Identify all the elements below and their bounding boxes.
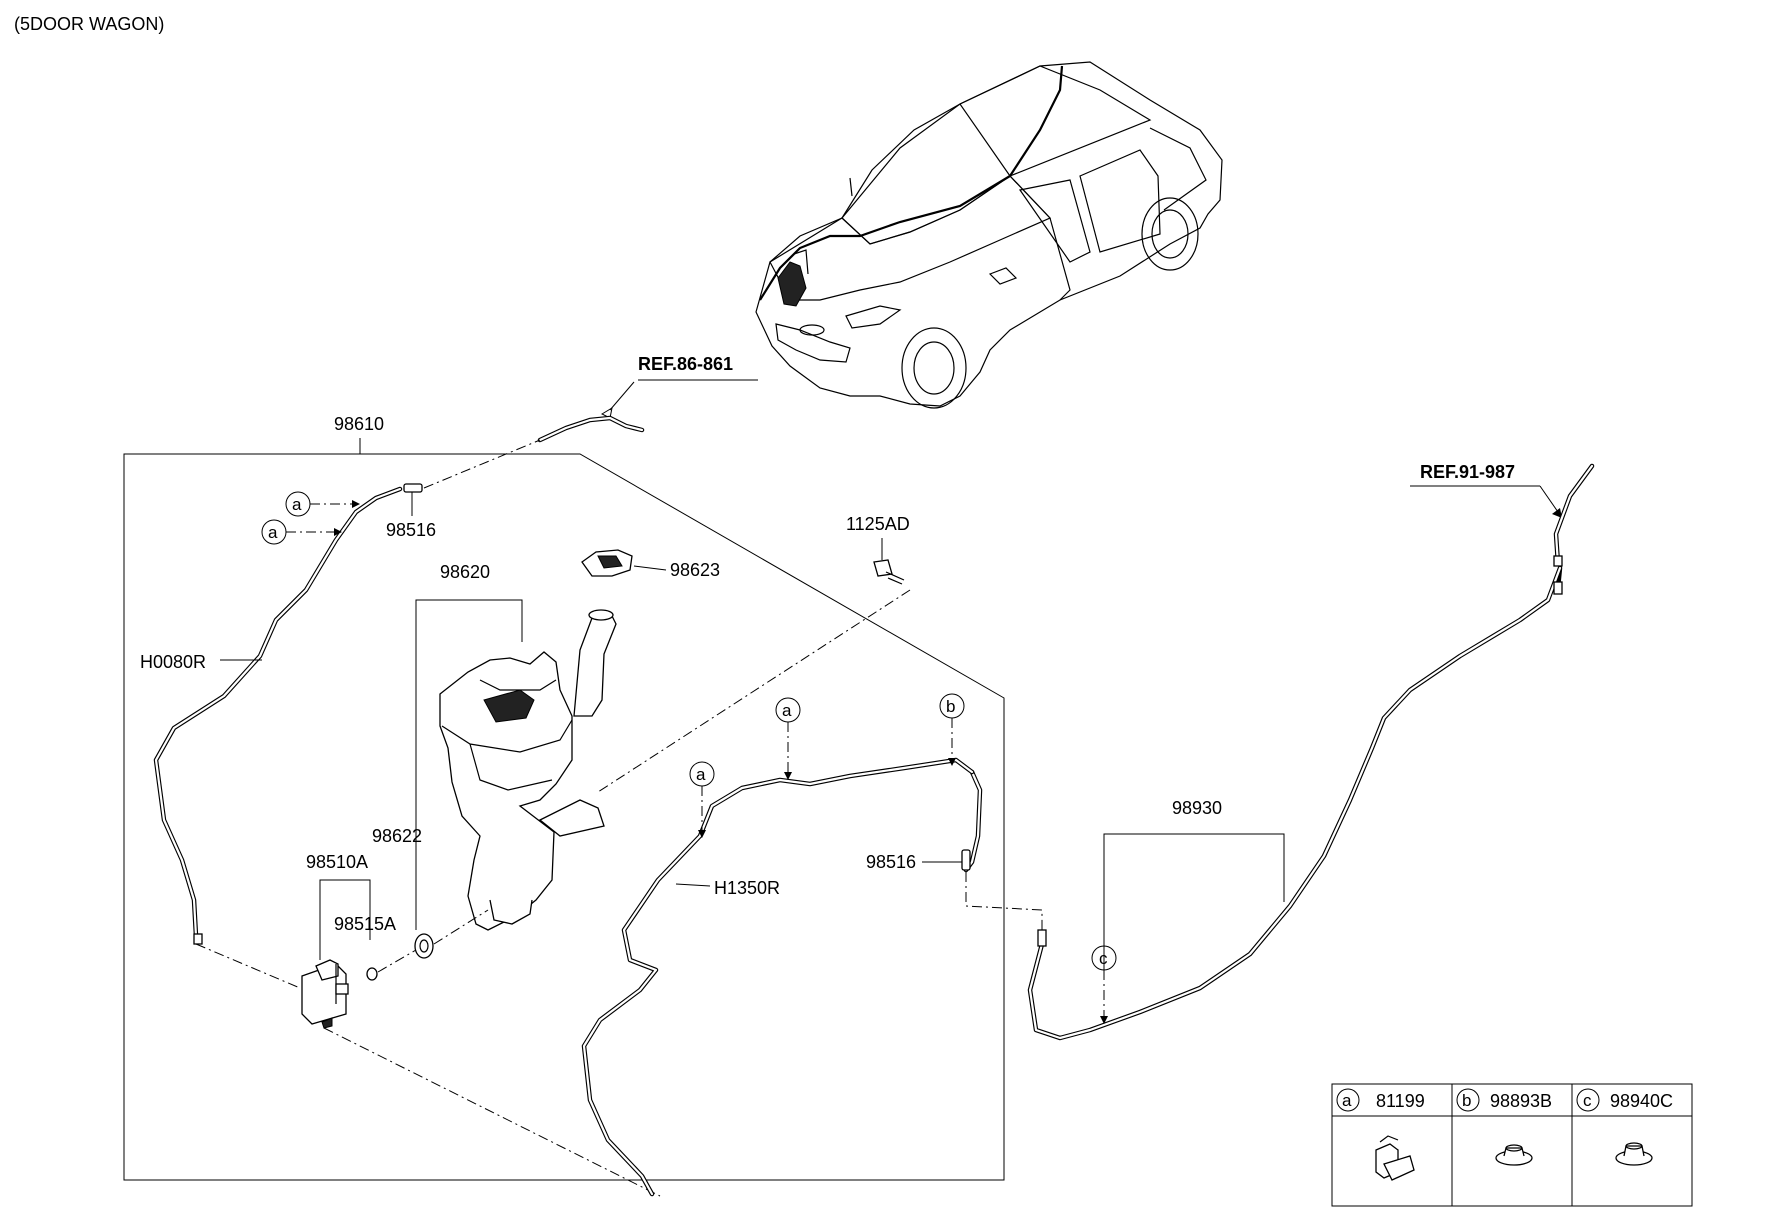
washer-reservoir bbox=[439, 609, 617, 931]
legend-item-b: b 98893B bbox=[1456, 1088, 1552, 1166]
label-98620: 98620 bbox=[440, 562, 490, 582]
callout-a-top: a bbox=[285, 491, 360, 517]
legend-part-98940C: 98940C bbox=[1610, 1091, 1673, 1111]
label-98516-top: 98516 bbox=[386, 520, 436, 540]
label-H1350R: H1350R bbox=[714, 878, 780, 898]
callout-b: b bbox=[939, 693, 965, 766]
label-98610: 98610 bbox=[334, 414, 384, 434]
svg-text:a: a bbox=[782, 701, 792, 720]
grommet bbox=[414, 933, 434, 959]
ref-91-987-label: REF.91-987 bbox=[1420, 462, 1515, 482]
reservoir-cap bbox=[581, 549, 633, 577]
svg-text:a: a bbox=[268, 523, 278, 542]
label-98516-right: 98516 bbox=[866, 852, 916, 872]
legend-table: a 81199 b 98893B c 98940C bbox=[1331, 1083, 1693, 1207]
ref-86-861-label: REF.86-861 bbox=[638, 354, 733, 374]
svg-text:a: a bbox=[1342, 1091, 1352, 1110]
label-H0080R: H0080R bbox=[140, 652, 206, 672]
leader bbox=[609, 381, 635, 411]
label-98510A: 98510A bbox=[306, 852, 368, 872]
washer-pump bbox=[301, 959, 349, 1029]
svg-text:c: c bbox=[1583, 1091, 1592, 1110]
label-1125AD: 1125AD bbox=[846, 514, 910, 534]
hose-clip-icon bbox=[1375, 1135, 1415, 1181]
svg-text:a: a bbox=[696, 765, 706, 784]
svg-text:b: b bbox=[946, 697, 955, 716]
pump-seal bbox=[366, 967, 378, 981]
legend-item-c: c 98940C bbox=[1576, 1088, 1673, 1166]
callout-c: c bbox=[1091, 945, 1117, 1024]
callout-a-mid: a bbox=[261, 519, 342, 545]
svg-text:b: b bbox=[1462, 1091, 1471, 1110]
assembly-boundary bbox=[123, 453, 1005, 1181]
svg-text:a: a bbox=[292, 495, 302, 514]
label-98623: 98623 bbox=[670, 560, 720, 580]
callout-a-rear-lower: a bbox=[689, 761, 715, 838]
legend-part-98893B: 98893B bbox=[1490, 1091, 1552, 1111]
legend-part-81199: 81199 bbox=[1376, 1091, 1425, 1111]
svg-text:c: c bbox=[1099, 949, 1108, 968]
variant-title: (5DOOR WAGON) bbox=[14, 14, 164, 34]
arrow-head bbox=[600, 406, 613, 419]
label-98622: 98622 bbox=[372, 826, 422, 846]
legend-item-a: a 81199 bbox=[1336, 1088, 1425, 1181]
car-illustration bbox=[755, 61, 1223, 409]
grommet-icon bbox=[1615, 1142, 1653, 1166]
label-98515A: 98515A bbox=[334, 914, 396, 934]
label-98930: 98930 bbox=[1172, 798, 1222, 818]
grommet-icon bbox=[1495, 1144, 1533, 1166]
bolt bbox=[873, 559, 905, 585]
callout-a-rear-upper: a bbox=[775, 697, 801, 780]
